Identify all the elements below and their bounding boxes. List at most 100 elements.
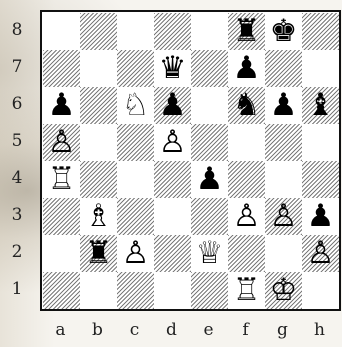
square-b1[interactable] xyxy=(80,272,117,309)
square-a5[interactable]: ♙ xyxy=(43,124,80,161)
black-king-icon[interactable]: ♚ xyxy=(265,13,302,50)
square-b8[interactable] xyxy=(80,13,117,50)
square-d4[interactable] xyxy=(154,161,191,198)
square-f4[interactable] xyxy=(228,161,265,198)
square-d5[interactable]: ♙ xyxy=(154,124,191,161)
white-pawn-icon[interactable]: ♙ xyxy=(154,124,191,161)
piece-glyph: ♙ xyxy=(122,235,150,272)
square-f7[interactable]: ♟ xyxy=(228,50,265,87)
black-rook-icon[interactable]: ♜ xyxy=(80,235,117,272)
square-h7[interactable] xyxy=(302,50,339,87)
square-g4[interactable] xyxy=(265,161,302,198)
square-a6[interactable]: ♟ xyxy=(43,87,80,124)
square-b4[interactable] xyxy=(80,161,117,198)
square-e6[interactable] xyxy=(191,87,228,124)
square-g5[interactable] xyxy=(265,124,302,161)
square-e3[interactable] xyxy=(191,198,228,235)
square-g6[interactable]: ♟ xyxy=(265,87,302,124)
white-pawn-icon[interactable]: ♙ xyxy=(265,198,302,235)
black-pawn-icon[interactable]: ♟ xyxy=(154,87,191,124)
square-a7[interactable] xyxy=(43,50,80,87)
square-a4[interactable]: ♖ xyxy=(43,161,80,198)
square-c2[interactable]: ♙ xyxy=(117,235,154,272)
square-f2[interactable] xyxy=(228,235,265,272)
square-f8[interactable]: ♜ xyxy=(228,13,265,50)
black-bishop-icon[interactable]: ♝ xyxy=(302,87,339,124)
square-c7[interactable] xyxy=(117,50,154,87)
square-d1[interactable] xyxy=(154,272,191,309)
square-c5[interactable] xyxy=(117,124,154,161)
white-queen-icon[interactable]: ♕ xyxy=(191,235,228,272)
square-a3[interactable] xyxy=(43,198,80,235)
white-pawn-icon[interactable]: ♙ xyxy=(228,198,265,235)
square-f6[interactable]: ♞ xyxy=(228,87,265,124)
square-f3[interactable]: ♙ xyxy=(228,198,265,235)
square-e4[interactable]: ♟ xyxy=(191,161,228,198)
square-e8[interactable] xyxy=(191,13,228,50)
piece-glyph: ♟ xyxy=(196,161,224,198)
square-a1[interactable] xyxy=(43,272,80,309)
square-h6[interactable]: ♝ xyxy=(302,87,339,124)
square-h5[interactable] xyxy=(302,124,339,161)
white-bishop-icon[interactable]: ♗ xyxy=(80,198,117,235)
black-knight-icon[interactable]: ♞ xyxy=(228,87,265,124)
white-rook-icon[interactable]: ♖ xyxy=(228,272,265,309)
square-b6[interactable] xyxy=(80,87,117,124)
piece-glyph: ♔ xyxy=(270,272,298,309)
white-rook-icon[interactable]: ♖ xyxy=(43,161,80,198)
square-f5[interactable] xyxy=(228,124,265,161)
white-king-icon[interactable]: ♔ xyxy=(265,272,302,309)
piece-glyph: ♙ xyxy=(48,124,76,161)
square-g2[interactable] xyxy=(265,235,302,272)
file-label-a: a xyxy=(42,320,79,340)
square-d3[interactable] xyxy=(154,198,191,235)
square-h8[interactable] xyxy=(302,13,339,50)
square-d7[interactable]: ♛ xyxy=(154,50,191,87)
white-pawn-icon[interactable]: ♙ xyxy=(43,124,80,161)
square-b7[interactable] xyxy=(80,50,117,87)
square-f1[interactable]: ♖ xyxy=(228,272,265,309)
square-e1[interactable] xyxy=(191,272,228,309)
black-pawn-icon[interactable]: ♟ xyxy=(228,50,265,87)
white-pawn-icon[interactable]: ♙ xyxy=(302,235,339,272)
piece-glyph: ♚ xyxy=(270,13,298,50)
rank-label-7: 7 xyxy=(8,57,26,77)
square-e7[interactable] xyxy=(191,50,228,87)
black-pawn-icon[interactable]: ♟ xyxy=(191,161,228,198)
square-e2[interactable]: ♕ xyxy=(191,235,228,272)
black-rook-icon[interactable]: ♜ xyxy=(228,13,265,50)
rank-label-6: 6 xyxy=(8,94,26,114)
square-g3[interactable]: ♙ xyxy=(265,198,302,235)
square-g1[interactable]: ♔ xyxy=(265,272,302,309)
square-b3[interactable]: ♗ xyxy=(80,198,117,235)
square-h1[interactable] xyxy=(302,272,339,309)
square-h4[interactable] xyxy=(302,161,339,198)
square-a8[interactable] xyxy=(43,13,80,50)
square-c1[interactable] xyxy=(117,272,154,309)
piece-glyph: ♗ xyxy=(85,198,113,235)
square-c4[interactable] xyxy=(117,161,154,198)
square-b2[interactable]: ♜ xyxy=(80,235,117,272)
square-c6[interactable]: ♘ xyxy=(117,87,154,124)
black-pawn-icon[interactable]: ♟ xyxy=(265,87,302,124)
square-h3[interactable]: ♟ xyxy=(302,198,339,235)
square-d6[interactable]: ♟ xyxy=(154,87,191,124)
black-pawn-icon[interactable]: ♟ xyxy=(43,87,80,124)
white-pawn-icon[interactable]: ♙ xyxy=(117,235,154,272)
square-h2[interactable]: ♙ xyxy=(302,235,339,272)
square-c3[interactable] xyxy=(117,198,154,235)
square-a2[interactable] xyxy=(43,235,80,272)
square-g8[interactable]: ♚ xyxy=(265,13,302,50)
black-queen-icon[interactable]: ♛ xyxy=(154,50,191,87)
rank-label-3: 3 xyxy=(8,205,26,225)
square-c8[interactable] xyxy=(117,13,154,50)
square-d2[interactable] xyxy=(154,235,191,272)
square-b5[interactable] xyxy=(80,124,117,161)
square-e5[interactable] xyxy=(191,124,228,161)
square-d8[interactable] xyxy=(154,13,191,50)
piece-glyph: ♙ xyxy=(159,124,187,161)
square-g7[interactable] xyxy=(265,50,302,87)
white-knight-icon[interactable]: ♘ xyxy=(117,87,154,124)
file-label-h: h xyxy=(301,320,338,340)
black-pawn-icon[interactable]: ♟ xyxy=(302,198,339,235)
